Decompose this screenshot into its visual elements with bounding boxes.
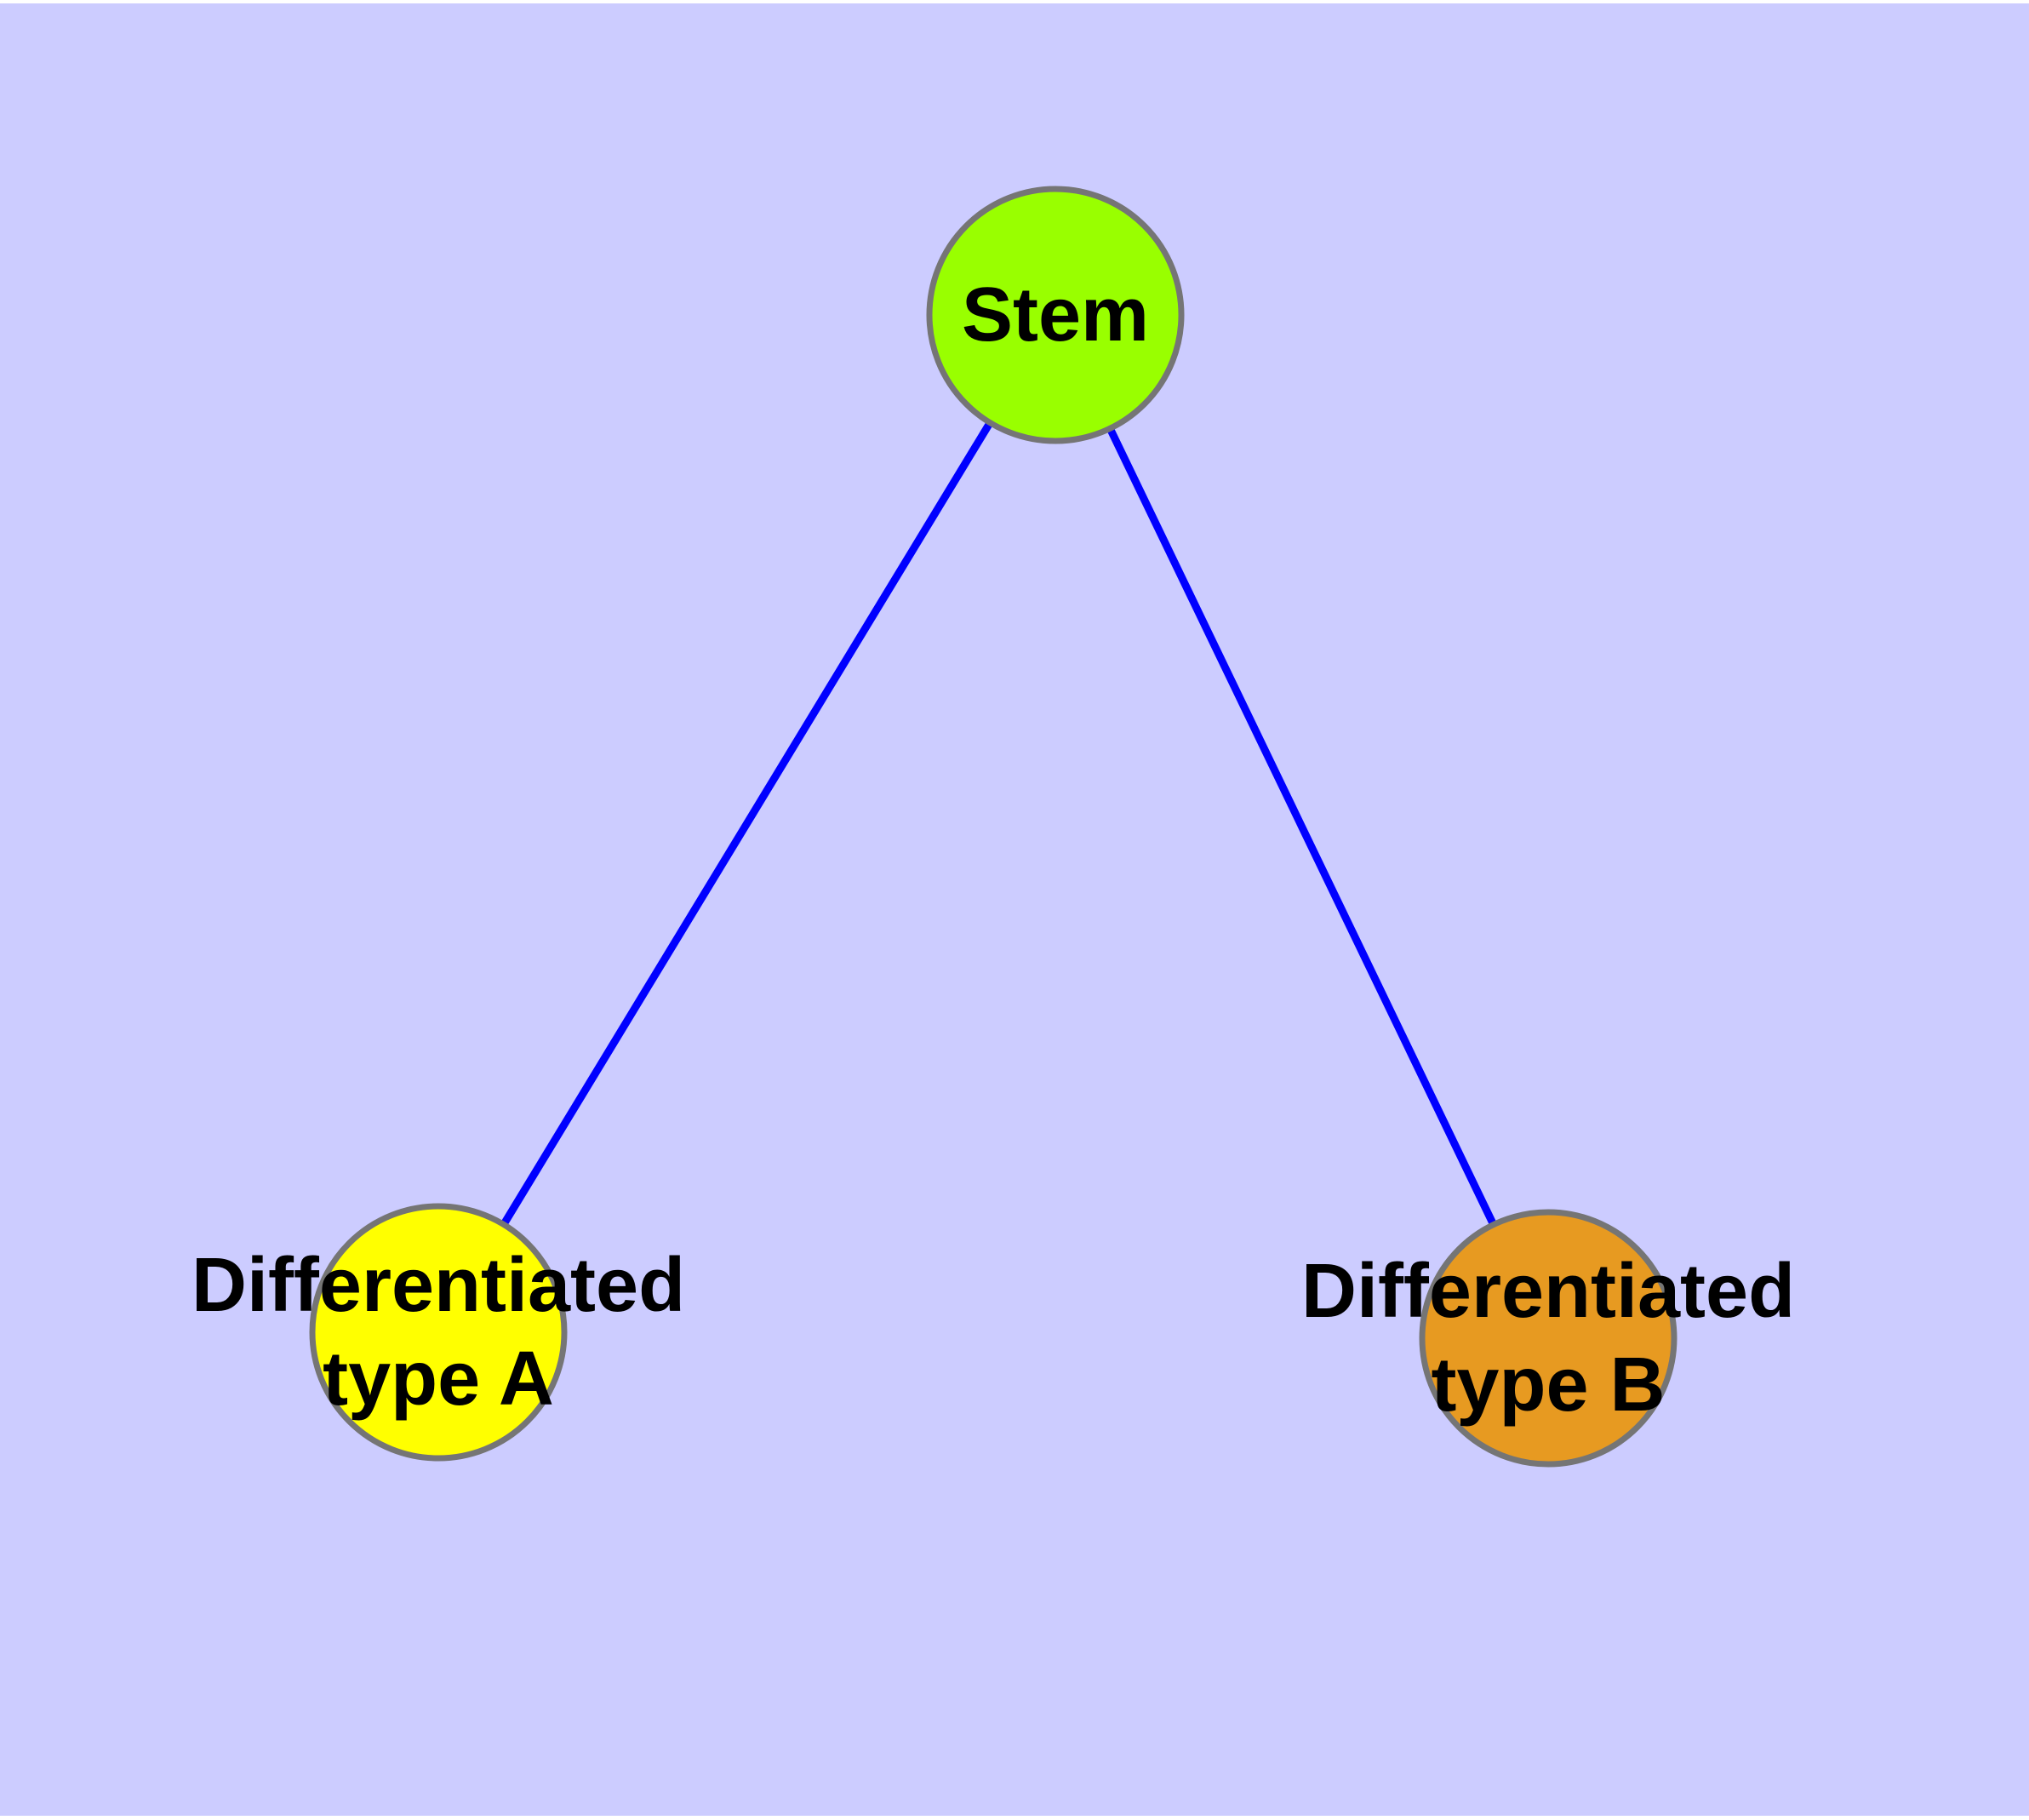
node-label-stem-text: Stem bbox=[961, 272, 1150, 358]
edge-stem-to-type-b bbox=[1051, 313, 1552, 1340]
node-stem bbox=[926, 186, 1185, 444]
node-label-type-a-line2: type A bbox=[323, 1336, 554, 1422]
node-label-type-b-line1: Differentiated bbox=[1300, 1249, 1796, 1334]
node-label-differentiated-type-a: Differentiated type A bbox=[191, 1239, 685, 1426]
node-differentiated-type-a bbox=[309, 1203, 568, 1462]
node-label-type-a-line1: Differentiated bbox=[191, 1243, 686, 1328]
node-label-stem: Stem bbox=[962, 268, 1149, 362]
node-differentiated-type-b bbox=[1419, 1209, 1677, 1468]
node-label-type-b-line2: type B bbox=[1431, 1342, 1666, 1428]
edge-stem-to-type-a bbox=[435, 312, 1059, 1335]
node-label-differentiated-type-b: Differentiated type B bbox=[1301, 1245, 1795, 1432]
